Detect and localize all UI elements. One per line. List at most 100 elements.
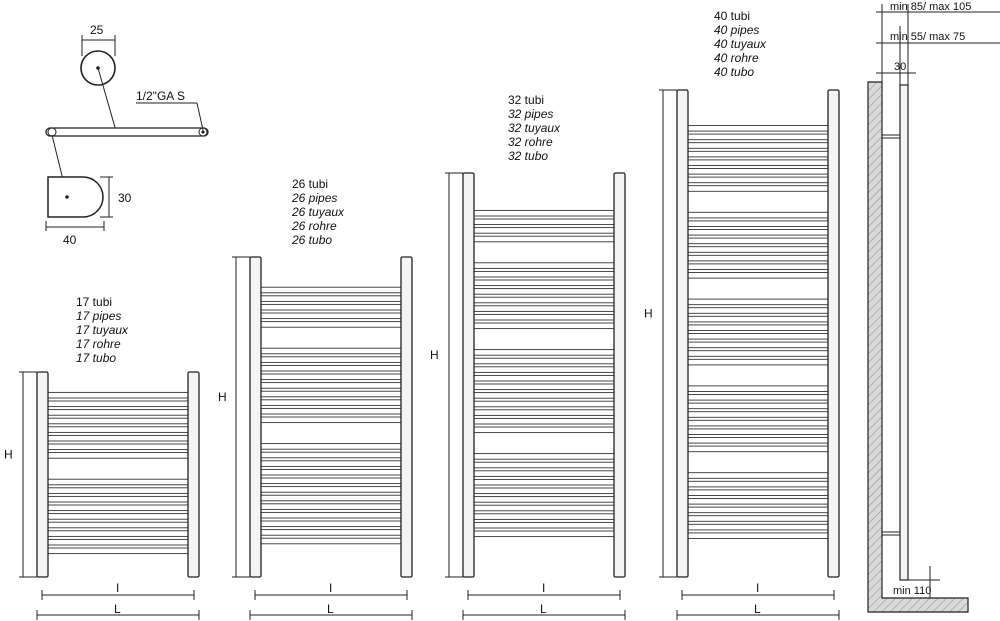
tube [687, 419, 829, 427]
tube [47, 547, 189, 555]
tube-count-line: 32 rohre [508, 135, 553, 149]
tube [473, 322, 615, 330]
tube [687, 428, 829, 435]
tube [687, 333, 829, 340]
tube [473, 417, 615, 425]
tube [687, 324, 829, 331]
tube [47, 400, 189, 408]
width-label: L [540, 602, 547, 616]
tube [260, 303, 402, 311]
tube [47, 426, 189, 433]
tube [473, 279, 615, 287]
tube [260, 520, 402, 528]
tube [687, 498, 829, 505]
floor-clearance-label: min 110 [893, 585, 931, 597]
tube [260, 295, 402, 302]
tube [473, 262, 615, 269]
tube [47, 513, 189, 520]
tube [260, 321, 402, 328]
tube-left-cap [47, 127, 57, 137]
tube [473, 288, 615, 295]
tube [47, 504, 189, 512]
diameter-label: 25 [90, 23, 104, 37]
tube [687, 385, 829, 392]
tube [260, 503, 402, 510]
connection-detail: 25 1/2"GA S 30 40 [45, 23, 209, 247]
tube [260, 407, 402, 415]
tube [47, 391, 189, 399]
tube [47, 530, 189, 537]
tube [473, 357, 615, 365]
tube [473, 478, 615, 486]
tube-right-dot [201, 130, 205, 134]
tube [687, 437, 829, 444]
tube [473, 349, 615, 356]
tube [687, 515, 829, 522]
tube [473, 521, 615, 529]
height-label: H [430, 348, 439, 362]
tube [260, 468, 402, 476]
tube-count-line: 17 tuyaux [76, 323, 129, 337]
tube [687, 150, 829, 158]
left-column [36, 371, 49, 578]
tube [47, 434, 189, 442]
tube-count-line: 17 pipes [76, 309, 121, 323]
tube [687, 254, 829, 262]
tube [260, 416, 402, 424]
tube-count-line: 40 rohre [714, 51, 759, 65]
tube-count-line: 17 rohre [76, 337, 121, 351]
tube [687, 315, 829, 323]
section-height-label: 30 [118, 191, 132, 205]
section-center-dot [65, 195, 69, 199]
tube [473, 366, 615, 373]
left-column [676, 89, 689, 578]
tube [687, 523, 829, 531]
tube-count-line: 26 tubo [291, 233, 332, 247]
tube-count-line: 26 rohre [291, 219, 337, 233]
tube [473, 383, 615, 391]
tube-count-line: 40 tuyaux [714, 37, 767, 51]
height-label: H [644, 307, 653, 321]
tube [687, 298, 829, 306]
tube [687, 229, 829, 236]
tube [687, 263, 829, 270]
tube [473, 530, 615, 538]
tube [687, 480, 829, 488]
tube [473, 470, 615, 477]
tube-count-line: 32 tubo [508, 149, 548, 163]
tube [473, 296, 615, 304]
tube [260, 286, 402, 294]
height-label: H [4, 448, 13, 462]
tube-count-line: 40 tubi [714, 9, 750, 23]
tube [47, 521, 189, 529]
tube [260, 347, 402, 355]
inner-width-label: I [542, 581, 545, 595]
depth-label: 30 [894, 61, 906, 73]
tube [687, 341, 829, 349]
tube [260, 443, 402, 450]
tube [473, 209, 615, 217]
tube [260, 486, 402, 493]
height-label: H [218, 390, 227, 404]
width-label: L [754, 602, 761, 616]
tube [687, 220, 829, 227]
tube [47, 538, 189, 546]
tube [687, 402, 829, 410]
tube [473, 496, 615, 503]
tube [473, 504, 615, 512]
tube [260, 451, 402, 459]
tube [260, 373, 402, 381]
tube-count-line: 32 pipes [508, 107, 553, 121]
tube [687, 472, 829, 479]
tube [473, 453, 615, 460]
left-column [462, 172, 475, 578]
tube-count-line: 26 tuyaux [291, 205, 345, 219]
tube [260, 460, 402, 467]
tube [473, 392, 615, 399]
tube [260, 477, 402, 485]
tube [473, 461, 615, 469]
section-width-label: 40 [63, 233, 77, 247]
